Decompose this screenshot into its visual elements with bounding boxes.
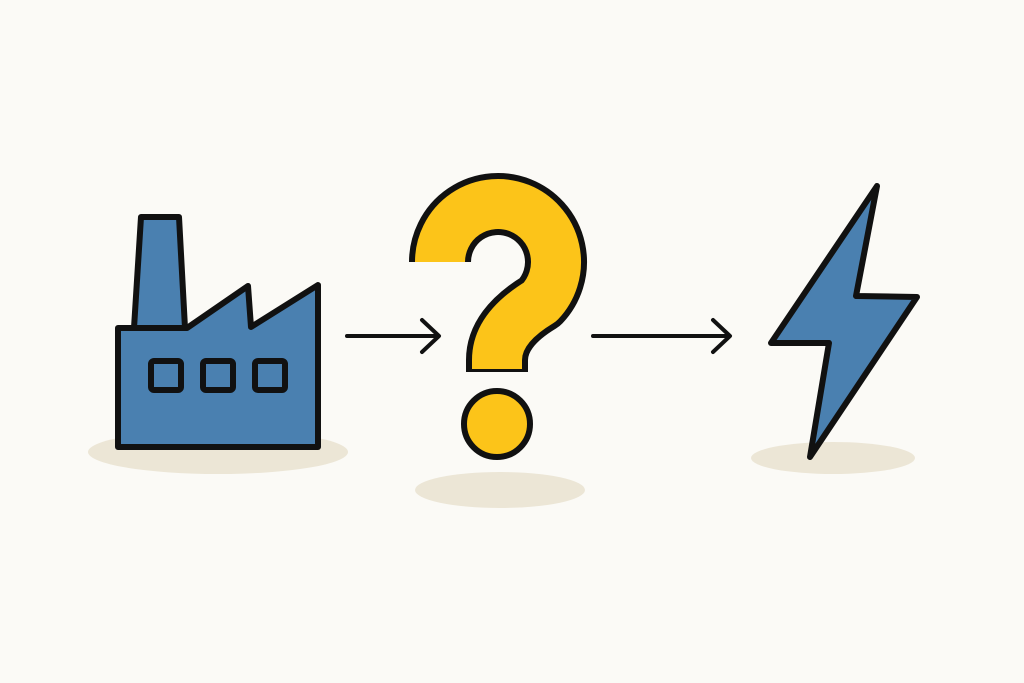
question-node <box>409 173 587 508</box>
arrow-factory-to-question <box>345 318 441 354</box>
question-mark-icon <box>409 173 587 460</box>
question-shadow <box>415 472 585 508</box>
factory-node <box>88 214 348 474</box>
lightning-bolt-icon <box>768 183 920 460</box>
energy-shadow <box>751 442 915 474</box>
factory-icon <box>115 214 321 450</box>
energy-node <box>751 183 920 474</box>
arrow-question-to-energy <box>591 318 732 354</box>
